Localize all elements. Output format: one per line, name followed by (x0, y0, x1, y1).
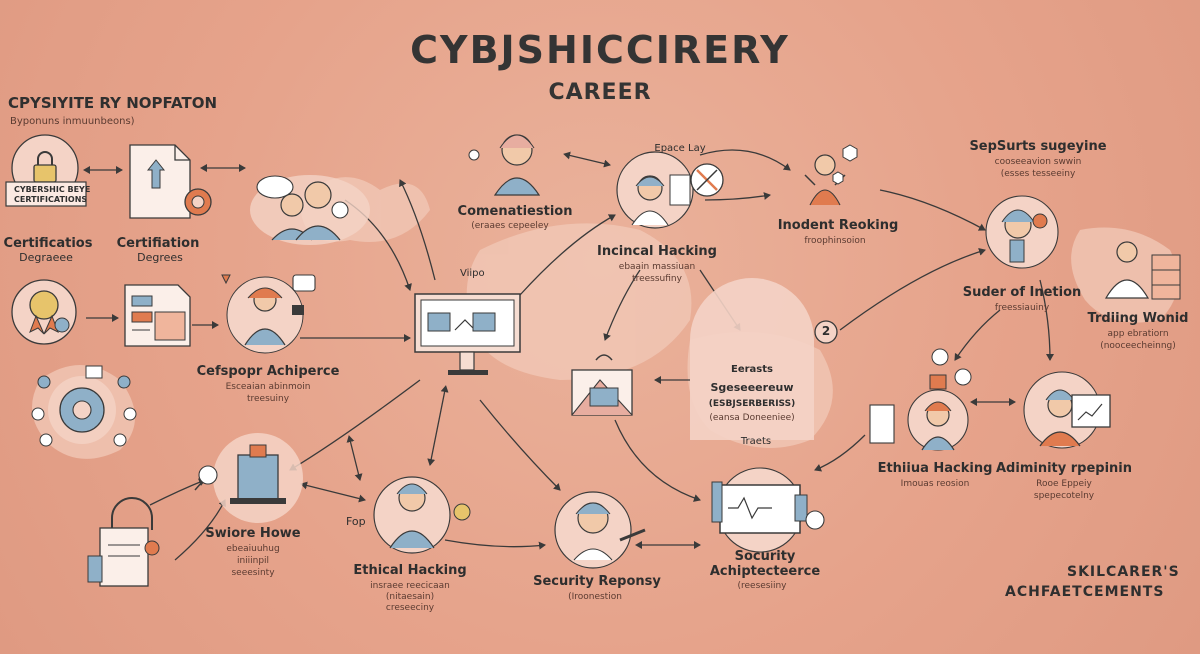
cert-label-2: Certifiation (116, 236, 200, 251)
training-sub-2: (nooceecheinng) (1100, 341, 1176, 351)
server-lock-icon (194, 433, 303, 523)
monitor-icon (414, 293, 521, 375)
incident-sub: froophinsoion (804, 236, 866, 246)
padlock-document-icon (87, 497, 160, 587)
swiore-sub-1: ebeaiuuhug (226, 544, 280, 554)
comm-title: Comenatiestion (457, 204, 573, 219)
page-subtitle: CAREER (548, 80, 652, 105)
cert-sub-2: Degrees (137, 251, 183, 264)
incidental-sub-1: ebaain massiuan (618, 262, 696, 272)
cert-sub-1: Degraeee (19, 251, 73, 264)
form-document-icon (124, 284, 191, 347)
sec-arch-title: Socurity (734, 549, 796, 564)
ethical-hacker-icon (373, 476, 471, 554)
swiore-sub-3: seeesinty (231, 568, 275, 578)
ethical-sub-1: insraee reecicaan (370, 581, 450, 591)
cert-ach-sub-1: Esceaian abinmoin (225, 382, 311, 392)
cert-ach-title: Cefspopr Achiperce (196, 364, 340, 379)
cert-label-1: Certificatios (3, 236, 93, 251)
analyst-team-icon (869, 348, 972, 451)
sepsurts-title: SepSurts sugeyine (969, 139, 1107, 154)
swiore-sub-2: iniiinpil (236, 556, 270, 566)
comm-sub: (eraaes cepeeley (471, 221, 549, 231)
left-panel-heading: CPYSIYITE RY NOPFATON (8, 94, 218, 112)
ethical-title: Ethical Hacking (353, 563, 467, 578)
badge-line-1: CYBERSHIC BEYE (14, 185, 91, 194)
certificate-document-icon (129, 144, 212, 219)
medal-icon (11, 279, 77, 345)
sec-rep-sub: (Iroonestion (568, 592, 622, 602)
sec-arch-sub: (reesesiiny (737, 581, 787, 591)
ethiiua-sub: Imouas reosion (900, 479, 970, 489)
security-responder-icon (554, 491, 646, 569)
fop-label: Fop (346, 515, 366, 528)
trainer-person-icon (1104, 241, 1181, 300)
admin-person-icon (1023, 371, 1111, 449)
incidental-title: Incincal Hacking (597, 244, 717, 259)
page-title: CYBJSHICCIRERY (410, 28, 790, 72)
sepsurts-sub-1: cooseeavion swwin (994, 157, 1082, 167)
hacker-person-icon (616, 151, 724, 229)
traits-label: Traets (740, 436, 772, 447)
workstation-icon (711, 467, 825, 553)
adiminity-sub-2: spepecotelny (1033, 491, 1095, 501)
adiminity-sub-1: Rooe Eppeiy (1036, 479, 1092, 489)
suder-sub: freessiauiny (994, 303, 1050, 313)
swiore-title: Swiore Howe (205, 526, 301, 541)
suder-title: Suder of Inetion (962, 285, 1082, 300)
incidental-sub-2: treessufiny (632, 274, 682, 284)
left-panel-subheading: Byponuns inmuunbeons) (10, 116, 135, 127)
training-sub-1: app ebratiorn (1107, 329, 1169, 339)
security-tools-icon (571, 354, 633, 416)
sec-rep-title: Security Reponsy (533, 574, 661, 589)
training-title: Trdiing Wonid (1087, 311, 1189, 326)
communication-person-icon (468, 134, 541, 196)
step-badge-number: 2 (821, 324, 831, 338)
step-badge-icon (814, 320, 838, 344)
badge-line-2: CERTIFICATIONS (14, 195, 88, 204)
security-box-sub-2: (eansa Doneeniee) (709, 413, 795, 423)
space-label: Epace Lay (654, 143, 706, 154)
certification-badge-box (5, 181, 87, 207)
security-box-top: Eerasts (731, 364, 773, 375)
ethical-sub-2: (nitaesain) (385, 592, 435, 602)
analyst-person-icon (221, 274, 316, 354)
footer-line-1: SKILCARER'S (1067, 564, 1180, 580)
adiminity-title: Adiminity rpepinin (995, 461, 1133, 476)
footer-line-2: ACHFAETCEMENTS (1005, 584, 1165, 600)
gear-network-icon (31, 365, 137, 447)
cert-ach-sub-2: treesuiny (246, 394, 290, 404)
security-box-sub: (ESBJSERBERISS) (708, 399, 796, 409)
team-group-icon (250, 175, 370, 245)
incident-person-icon (804, 144, 858, 206)
ethiiua-title: Ethiiua Hacking (877, 461, 993, 476)
sec-arch-title-2: Achiptecteerce (709, 564, 821, 579)
support-person-icon (985, 195, 1059, 269)
security-box-title: Sgeseeereuw (710, 381, 794, 394)
incident-title: Inodent Reoking (777, 218, 899, 233)
sepsurts-sub-2: (esses tesseeiny (1000, 169, 1076, 179)
ethical-sub-3: creseeciny (385, 603, 435, 613)
security-panel (690, 278, 814, 440)
video-label: Viipo (460, 268, 485, 279)
